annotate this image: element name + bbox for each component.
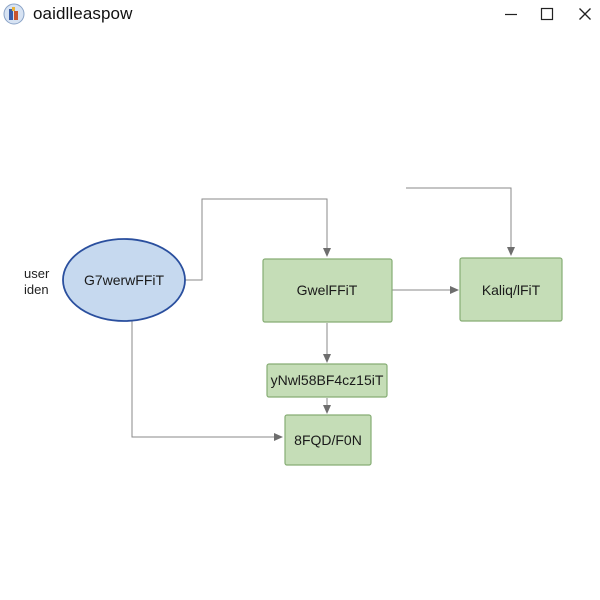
node-start-label: G7werwFFiT (84, 272, 165, 288)
node-process-b-label: Kaliq/lFiT (482, 282, 541, 298)
title-bar[interactable]: oaidlleaspow (0, 0, 600, 30)
node-end-label: 8FQD/F0N (294, 432, 362, 448)
node-start[interactable]: G7werwFFiT (62, 238, 186, 322)
app-icon (3, 3, 25, 25)
node-end[interactable]: 8FQD/F0N (284, 414, 372, 466)
maximize-button[interactable] (527, 0, 567, 28)
connectors (131, 187, 515, 441)
minimize-button[interactable] (491, 0, 531, 28)
maximize-icon (540, 7, 554, 21)
side-label: user iden (24, 266, 49, 298)
node-process-a[interactable]: GwelFFiT (262, 258, 393, 323)
close-button[interactable] (565, 0, 600, 28)
side-label-line-2: iden (24, 282, 49, 297)
window-title: oaidlleaspow (33, 4, 133, 23)
node-process-b[interactable]: Kaliq/lFiT (459, 257, 563, 322)
node-process-c[interactable]: yNwl58BF4cz15iT (266, 363, 388, 398)
connector-start-to-end (131, 321, 283, 441)
minimize-icon (504, 7, 518, 21)
node-process-c-label: yNwl58BF4cz15iT (271, 372, 384, 388)
close-icon (578, 7, 592, 21)
connector-top-to-process-b (406, 187, 515, 256)
connector-start-to-process-a (185, 198, 331, 281)
node-process-a-label: GwelFFiT (297, 282, 358, 298)
side-label-line-1: user (24, 266, 50, 281)
